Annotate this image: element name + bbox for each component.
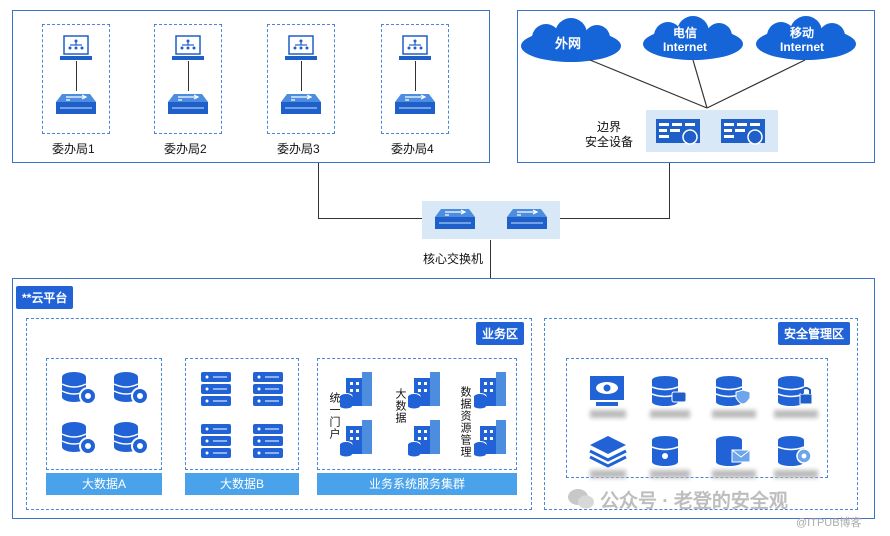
firewall-icon (720, 118, 766, 145)
database-gear-icon (61, 371, 97, 405)
link-border-h (560, 218, 670, 220)
link-border-down (669, 163, 671, 219)
offices-zone (12, 10, 490, 163)
security-zone-title: 安全管理区 (778, 322, 851, 345)
building-server-icon (473, 419, 507, 457)
blurred-label (590, 410, 626, 418)
blurred-label (712, 470, 756, 478)
office-label: 委办局2 (164, 142, 207, 156)
blurred-label (590, 470, 626, 478)
office-label: 委办局1 (52, 142, 95, 156)
link-core-down (490, 240, 492, 278)
database-gear-icon (113, 421, 149, 455)
blurred-label (774, 470, 818, 478)
database-shield-icon (715, 376, 751, 406)
server-database-icon (200, 423, 232, 459)
server-database-icon (200, 371, 232, 407)
security-devices-group (566, 358, 828, 478)
switch-icon (506, 208, 548, 230)
office-unit-box (267, 24, 335, 134)
building-server-icon (339, 371, 373, 409)
office-unit-box (154, 24, 222, 134)
database-lock-icon (777, 376, 813, 406)
platform-title: **云平台 (16, 286, 74, 309)
business-zone-title: 业务区 (476, 322, 525, 345)
service-label-portal: 统一门户 (328, 392, 340, 440)
server-database-icon (252, 371, 284, 407)
switch-icon (434, 208, 476, 230)
office-link (301, 61, 303, 91)
bigdata-b-label: 大数据B (185, 473, 299, 495)
office-unit-box (381, 24, 449, 134)
building-server-icon (473, 371, 507, 409)
service-label-data-resource: 数据资源管理 (459, 386, 471, 458)
office-label: 委办局3 (277, 142, 320, 156)
cloud-label-telecom: 电信 Internet (663, 26, 708, 54)
eye-monitor-icon (590, 376, 624, 406)
watermark-sub: @ITPUB博客 (796, 517, 862, 529)
database-gear-icon (113, 371, 149, 405)
watermark-main: 公众号 · 老登的安全观 (600, 491, 788, 512)
layers-icon (589, 436, 627, 468)
cloud-label-mobile: 移动 Internet (780, 26, 825, 54)
border-device-label: 边界 安全设备 (585, 120, 634, 149)
service-cluster-group (317, 358, 517, 470)
firewall-icon (655, 118, 701, 145)
database-network-icon (651, 436, 679, 466)
database-gear-icon (61, 421, 97, 455)
building-server-icon (407, 419, 441, 457)
link-offices-down (318, 163, 320, 219)
blurred-label (650, 410, 690, 418)
bigdata-a-label: 大数据A (46, 473, 162, 495)
bigdata-a-group (46, 358, 162, 470)
database-settings-icon (651, 376, 687, 406)
office-label: 委办局4 (391, 142, 434, 156)
cloud-label-wan: 外网 (555, 36, 582, 51)
service-cluster-label: 业务系统服务集群 (317, 473, 517, 495)
cloud-platform (12, 278, 875, 519)
bigdata-b-group (185, 358, 299, 470)
office-link (76, 61, 78, 91)
business-zone (26, 318, 532, 510)
blurred-label (774, 410, 818, 418)
core-switch-label: 核心交换机 (423, 252, 484, 266)
office-link (415, 61, 417, 91)
office-unit-box (42, 24, 110, 134)
blurred-label (650, 470, 690, 478)
database-gear-icon (777, 436, 812, 466)
building-server-icon (339, 419, 373, 457)
server-database-icon (252, 423, 284, 459)
security-zone (544, 318, 858, 510)
link-offices-h (318, 218, 424, 220)
office-link (188, 61, 190, 91)
building-server-icon (407, 371, 441, 409)
database-mail-icon (716, 436, 751, 466)
wechat-icon (568, 489, 594, 509)
blurred-label (712, 410, 756, 418)
internet-zone (517, 10, 875, 163)
service-label-bigdata: 大数据 (394, 388, 406, 424)
